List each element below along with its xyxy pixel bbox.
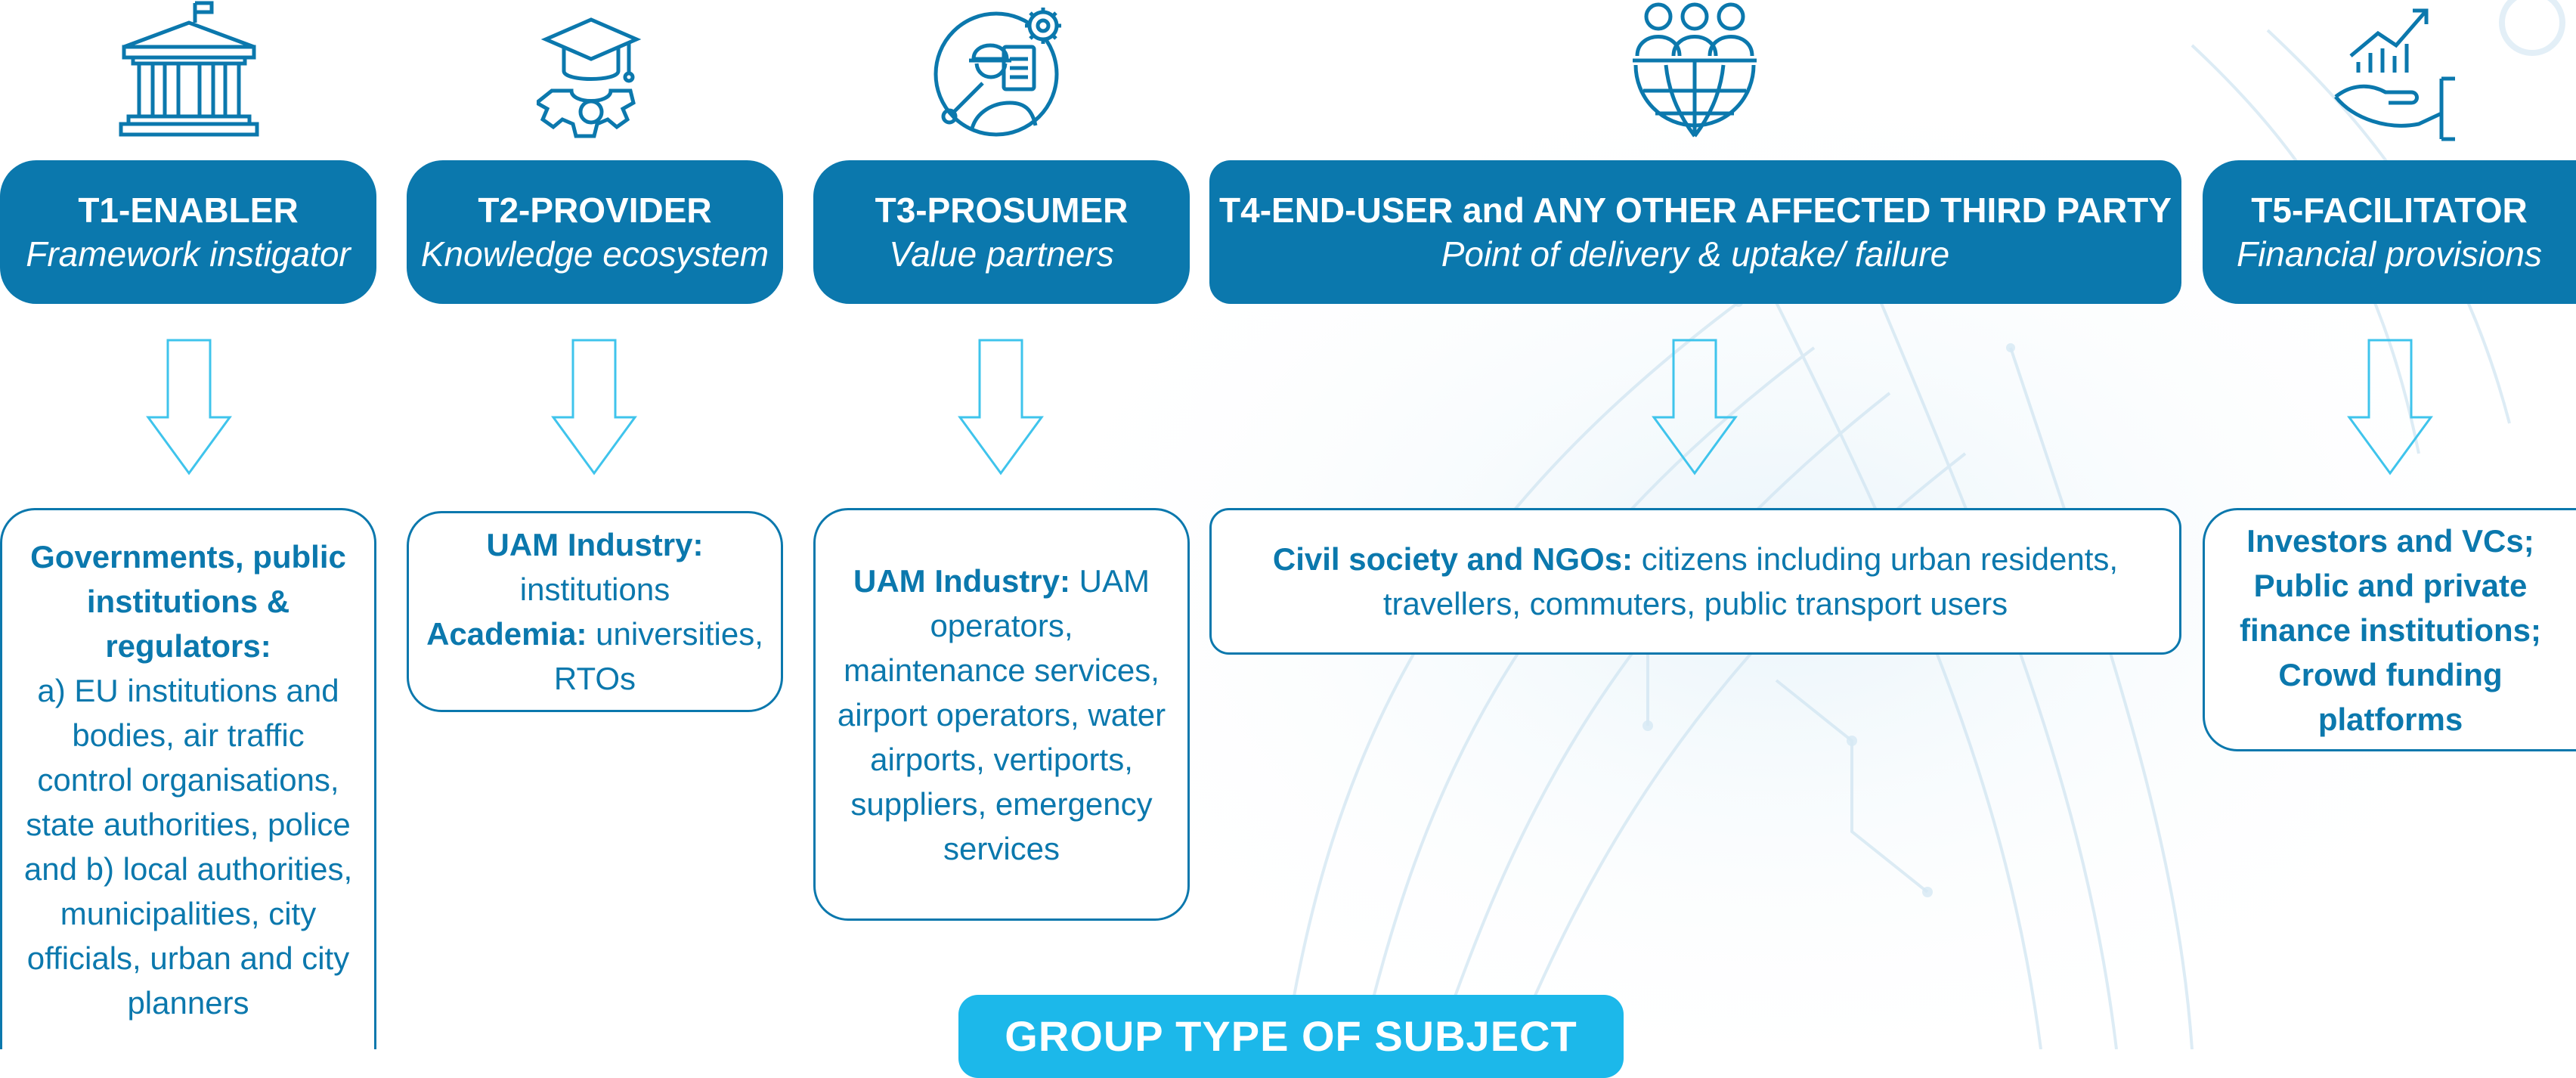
box-line: planners xyxy=(127,985,249,1021)
box-line: state authorities, police xyxy=(26,807,351,842)
box-line: bodies, air traffic xyxy=(72,717,305,753)
box-line: maintenance services, xyxy=(844,652,1160,688)
box-line: operators, xyxy=(930,607,1073,643)
box-line: institutions & xyxy=(86,584,290,619)
box-line: municipalities, city xyxy=(60,896,317,931)
header-subtitle: Value partners xyxy=(889,234,1114,274)
header-title: T2-PROVIDER xyxy=(478,191,712,230)
box-line: finance institutions; xyxy=(2240,612,2541,648)
box-line: Crowd funding xyxy=(2278,656,2503,692)
header-t5: T5-FACILITATOR Financial provisions xyxy=(2203,160,2576,304)
box-line: airport operators, water xyxy=(837,696,1166,733)
header-t3: T3-PROSUMER Value partners xyxy=(813,160,1190,304)
box-line: platforms xyxy=(2317,701,2463,737)
box-line: services xyxy=(943,830,1060,866)
box-line: institutions xyxy=(519,572,670,607)
box-line: UAM Industry: xyxy=(486,527,704,562)
engineer-tools-icon xyxy=(930,0,1070,141)
header-title: T4-END-USER and ANY OTHER AFFECTED THIRD… xyxy=(1219,191,2172,230)
header-t2: T2-PROVIDER Knowledge ecosystem xyxy=(407,160,783,304)
government-building-icon xyxy=(113,0,265,141)
box-line: and b) local authorities, xyxy=(23,851,353,887)
down-arrow-icon xyxy=(1652,339,1738,475)
box-line: suppliers, emergency xyxy=(850,785,1153,822)
content-box-t1: Governments, public institutions & regul… xyxy=(0,508,376,1049)
content-box-t5: Investors and VCs; Public and private fi… xyxy=(2203,508,2576,751)
down-arrow-icon xyxy=(958,339,1044,475)
box-line: Civil society and NGOs: citizens includi… xyxy=(1272,541,2119,577)
box-line: Academia: universities, xyxy=(426,616,763,652)
box-line: Public and private xyxy=(2253,567,2528,603)
header-subtitle: Point of delivery & uptake/ failure xyxy=(1441,234,1950,274)
group-type-label: GROUP TYPE OF SUBJECT xyxy=(958,995,1624,1078)
header-subtitle: Framework instigator xyxy=(26,234,351,274)
content-box-t3: UAM Industry: UAM operators, maintenance… xyxy=(813,508,1190,921)
header-subtitle: Knowledge ecosystem xyxy=(420,234,769,274)
box-line: officials, urban and city xyxy=(26,940,350,976)
box-line: control organisations, xyxy=(37,762,339,798)
hand-growth-chart-icon xyxy=(2328,3,2461,144)
header-t1: T1-ENABLER Framework instigator xyxy=(0,160,376,304)
box-line: travellers, commuters, public transport … xyxy=(1382,586,2008,621)
box-line: Governments, public xyxy=(30,539,346,575)
box-line: a) EU institutions and xyxy=(37,673,339,708)
header-subtitle: Financial provisions xyxy=(2237,234,2542,274)
down-arrow-icon xyxy=(146,339,232,475)
down-arrow-icon xyxy=(2347,339,2433,475)
down-arrow-icon xyxy=(551,339,637,475)
graduation-cap-gear-icon xyxy=(537,9,650,142)
people-globe-icon xyxy=(1628,0,1761,141)
box-line: regulators: xyxy=(105,628,271,664)
content-box-t4: Civil society and NGOs: citizens includi… xyxy=(1209,508,2181,655)
box-line: Investors and VCs; xyxy=(2246,522,2534,559)
header-title: T3-PROSUMER xyxy=(875,191,1129,230)
header-title: T1-ENABLER xyxy=(78,191,299,230)
box-line: airports, vertiports, xyxy=(870,741,1133,777)
box-line: RTOs xyxy=(553,661,636,696)
box-line: UAM Industry: UAM xyxy=(853,562,1150,599)
header-t4: T4-END-USER and ANY OTHER AFFECTED THIRD… xyxy=(1209,160,2181,304)
content-box-t2: UAM Industry: institutions Academia: uni… xyxy=(407,511,783,712)
header-title: T5-FACILITATOR xyxy=(2251,191,2528,230)
